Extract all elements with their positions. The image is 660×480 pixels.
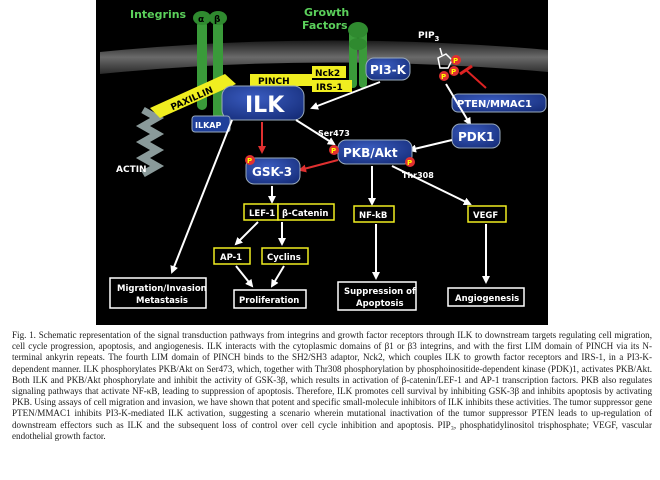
ap1-label: AP-1 xyxy=(220,253,242,263)
caption-text: Fig. 1. Schematic representation of the … xyxy=(12,330,652,441)
pten-inhibit-bar xyxy=(459,64,473,76)
pkb-to-gsk3-arrow xyxy=(298,159,339,173)
ilkap-label: ILKAP xyxy=(195,121,221,130)
pinch-label: PINCH xyxy=(258,77,290,87)
gsk3-node xyxy=(245,157,301,185)
paxillin-bar xyxy=(150,74,236,118)
ser473-p-label: P xyxy=(331,147,336,155)
integrin-beta xyxy=(209,11,227,120)
nfkb-box xyxy=(353,205,395,223)
angiogenesis-box xyxy=(447,287,525,307)
growth-factor-receptor xyxy=(348,22,368,88)
thr308-phospho xyxy=(405,157,415,167)
beta-catenin-box xyxy=(277,203,335,221)
growth-factors-label-line2: Factors xyxy=(302,19,348,32)
proliferation-label: Proliferation xyxy=(239,296,299,306)
lef1-to-ap1-arrow xyxy=(234,221,259,246)
pathway-figure: PAXILLIN PINCH Nck2 IRS-1 PI3-K PIP3 P P… xyxy=(96,0,548,325)
angiogenesis-label: Angiogenesis xyxy=(455,294,519,304)
pten-inhibit-line xyxy=(465,69,487,89)
pinch-bar xyxy=(250,74,312,86)
pkb-label: PKB/Akt xyxy=(343,146,398,160)
cyclins-label: Cyclins xyxy=(267,253,301,263)
nck2-bar xyxy=(312,66,346,78)
gsk3-phospho xyxy=(245,155,255,165)
ser473-label: Ser473 xyxy=(318,129,350,138)
pkb-to-vegf-arrow xyxy=(391,165,472,205)
integrin-alpha-label: α xyxy=(198,15,204,25)
integrin-beta-label: β xyxy=(214,15,221,25)
nck2-label: Nck2 xyxy=(315,69,340,79)
migration-label-line1: Migration/Invasion xyxy=(117,284,207,294)
pten-label: PTEN/MMAC1 xyxy=(457,99,532,110)
migration-label-line2: Metastasis xyxy=(136,296,188,306)
pip3-to-pdk1-arrow xyxy=(445,83,472,126)
integrins-label: Integrins xyxy=(130,8,187,21)
beta-catenin-label: β-Catenin xyxy=(282,209,328,219)
irs1-label: IRS-1 xyxy=(316,83,343,93)
cyclins-to-proliferation-arrow xyxy=(270,265,285,288)
irs1-bar xyxy=(312,80,352,92)
ilk-node xyxy=(221,85,305,121)
suppression-box xyxy=(337,281,417,311)
pten-node xyxy=(451,93,547,113)
svg-text:P: P xyxy=(451,68,456,76)
svg-text:P: P xyxy=(453,57,458,65)
ilk-to-pkb-arrow xyxy=(295,119,336,146)
actin-filament xyxy=(135,106,165,178)
figure-caption: Fig. 1. Schematic representation of the … xyxy=(12,330,652,478)
pdk1-to-pkb-arrow xyxy=(408,139,453,153)
gsk3-p-label: P xyxy=(247,157,252,165)
nfkb-label: NF-kB xyxy=(359,211,387,221)
pi3k-node xyxy=(365,57,411,81)
ilk-label: ILK xyxy=(245,93,285,118)
vegf-box xyxy=(467,205,507,223)
thr308-label: Thr308 xyxy=(402,171,434,180)
ilk-to-migration-arrow xyxy=(170,119,233,274)
pi3k-to-ilk-arrow xyxy=(310,81,381,110)
pip3-molecule: P P P xyxy=(437,47,461,81)
cell-membrane xyxy=(100,40,548,74)
pdk1-label: PDK1 xyxy=(458,130,494,144)
cyclins-box xyxy=(261,247,309,265)
gsk3-label: GSK-3 xyxy=(252,165,292,179)
suppression-label-line1: Suppression of xyxy=(344,287,416,297)
pi3k-label: PI3-K xyxy=(370,63,407,77)
svg-text:P: P xyxy=(441,73,446,81)
actin-label: ACTIN xyxy=(116,165,147,175)
pdk1-node xyxy=(451,123,501,149)
suppression-label-line2: Apoptosis xyxy=(356,299,404,309)
growth-factors-label-line1: Growth xyxy=(304,6,349,19)
vegf-label: VEGF xyxy=(473,211,498,221)
thr308-p-label: P xyxy=(407,159,412,167)
lef1-label: LEF-1 xyxy=(249,209,275,219)
migration-box xyxy=(109,277,207,309)
pip3-label: PIP3 xyxy=(418,31,440,43)
ser473-phospho xyxy=(329,145,339,155)
proliferation-box xyxy=(233,289,307,309)
ap1-box xyxy=(213,247,251,265)
ap1-to-proliferation-arrow xyxy=(235,265,254,288)
